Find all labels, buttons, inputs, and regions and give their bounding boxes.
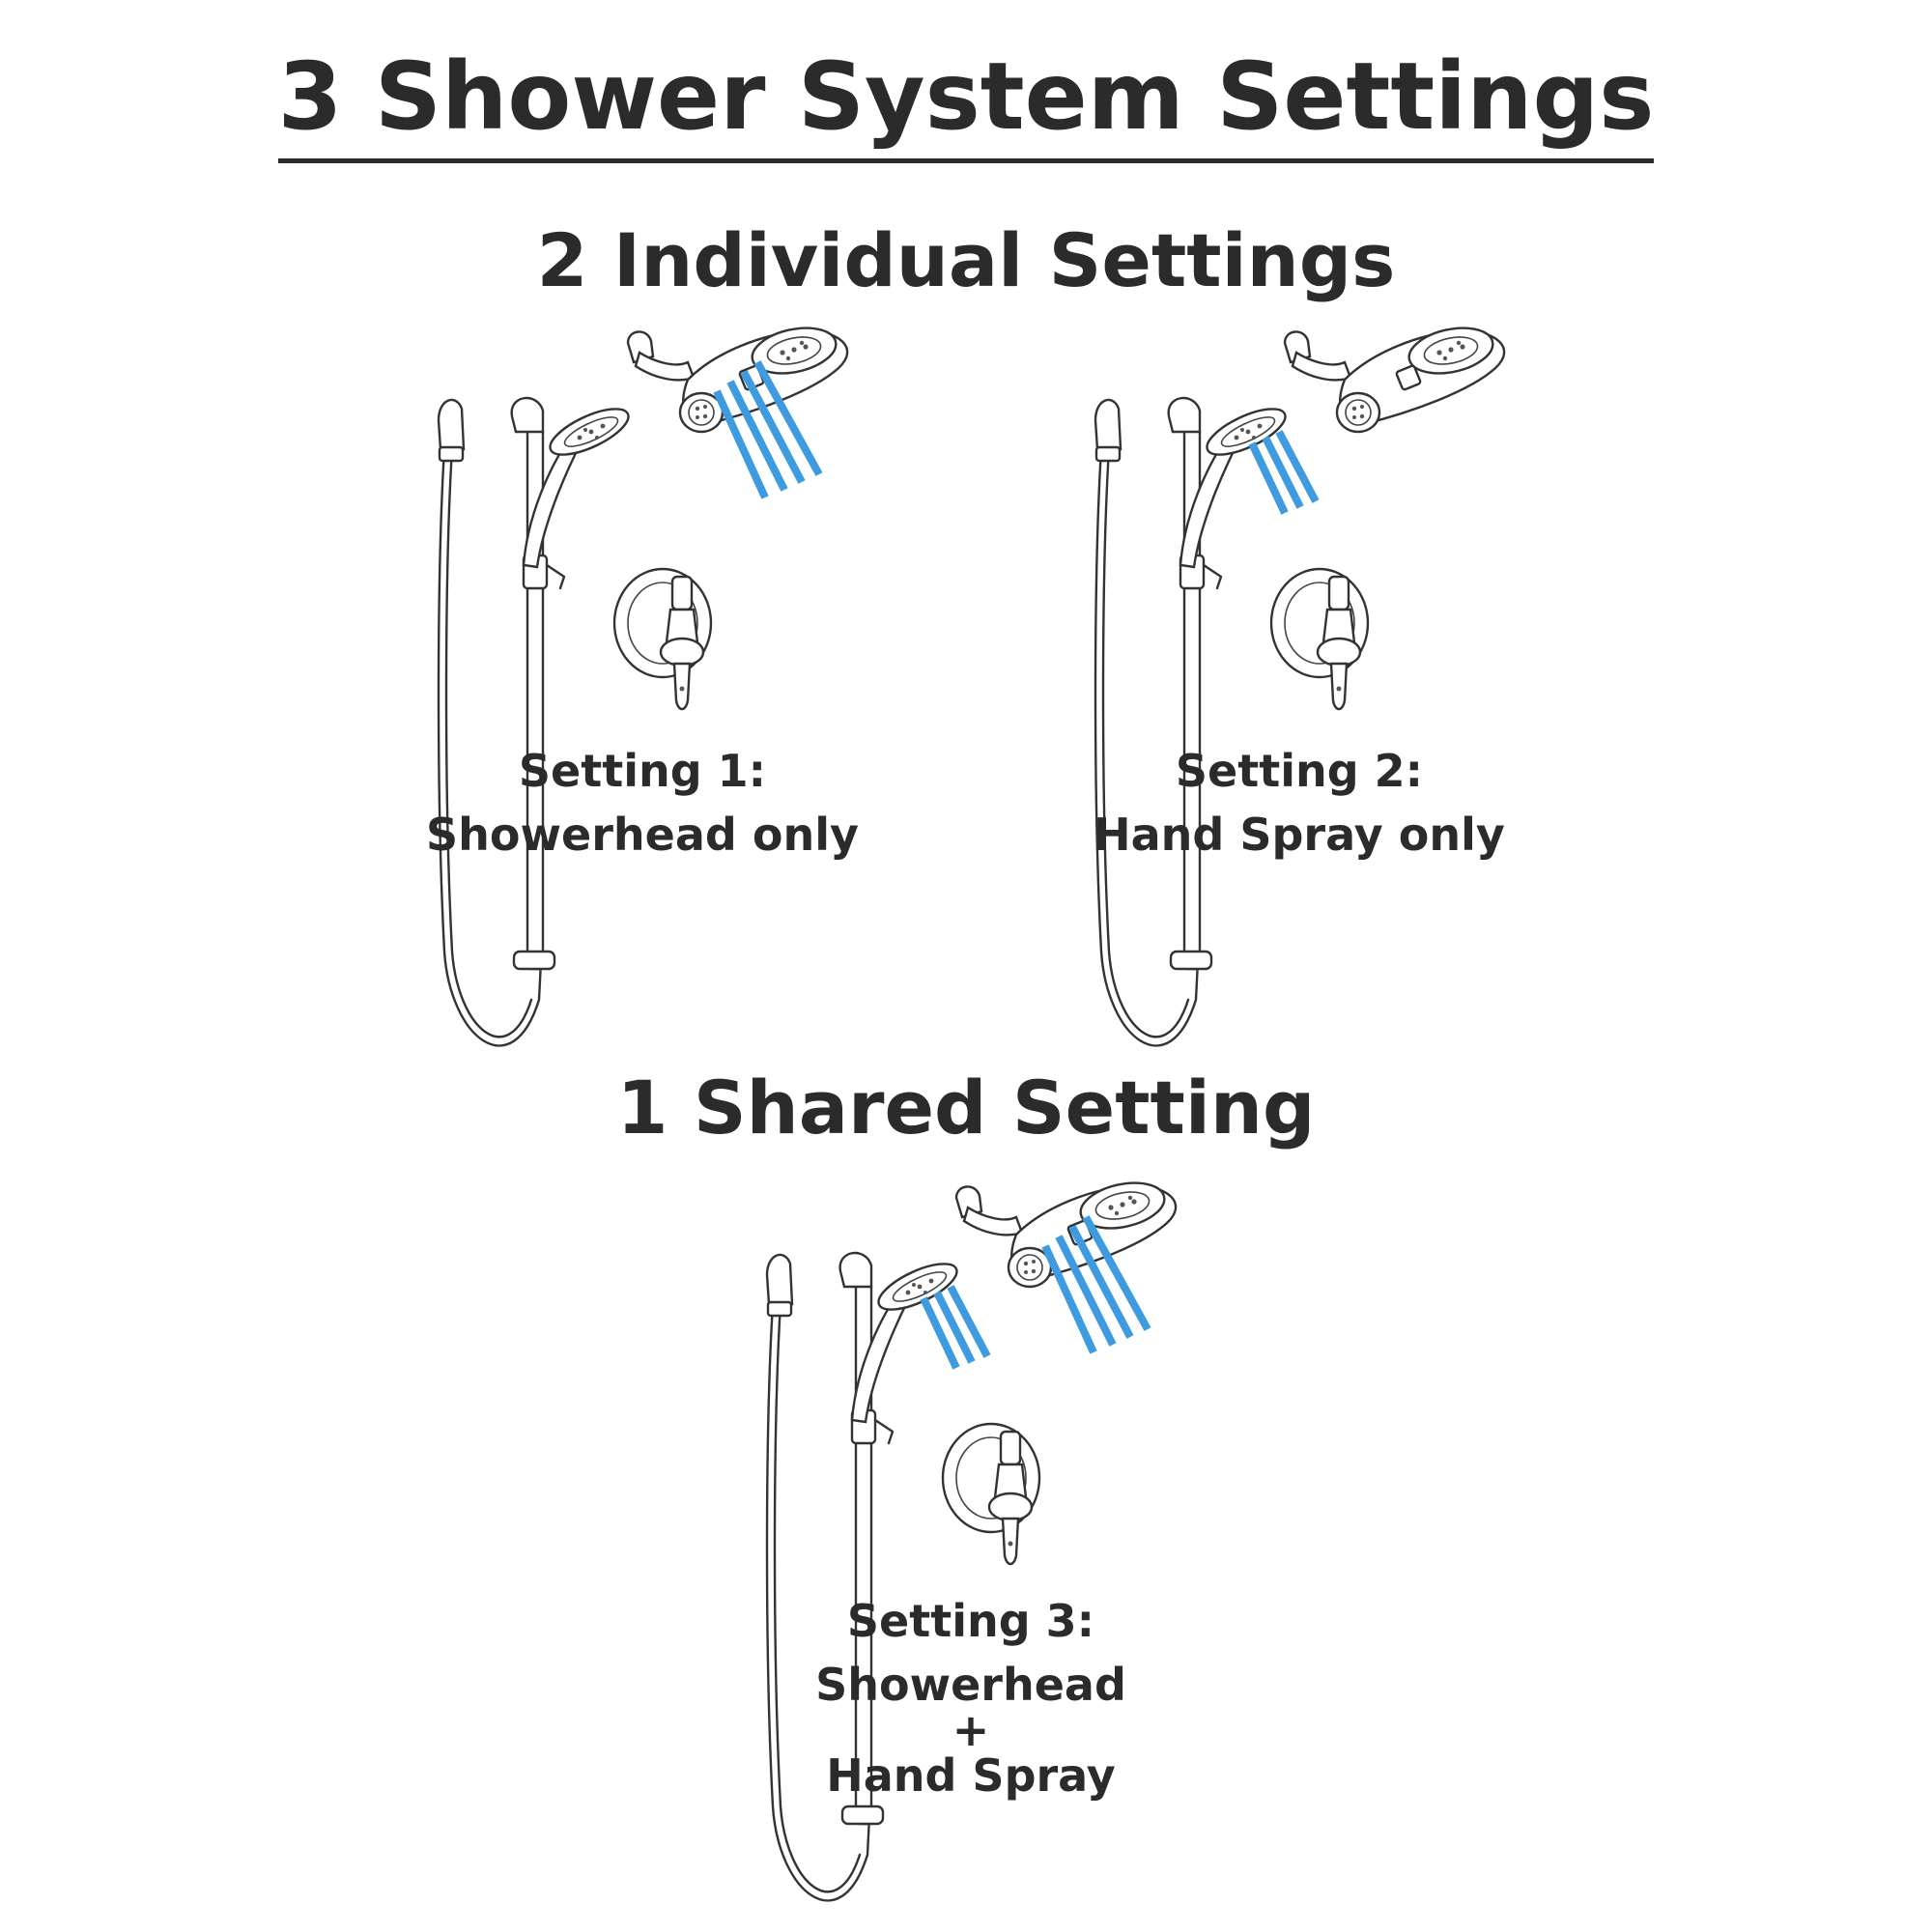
setting-1-label: Setting 1: — [518, 745, 767, 797]
shower-system-setting-2 — [1094, 320, 1506, 1047]
setting-3-label: Setting 3: — [846, 1595, 1095, 1647]
setting-3-desc-line2: Hand Spray — [826, 1749, 1116, 1802]
setting-1-desc: Showerhead only — [426, 809, 859, 861]
setting-2-label: Setting 2: — [1175, 745, 1424, 797]
water-spray-icon — [1041, 1215, 1151, 1354]
page-title: 3 Shower System Settings — [0, 43, 1932, 163]
water-spray-icon — [1248, 430, 1320, 515]
setting-2-desc: Hand Spray only — [1094, 809, 1505, 861]
setting-3-plus: + — [952, 1704, 990, 1756]
setting-1-caption: Setting 1: Showerhead only — [372, 739, 913, 867]
shower-system-setting-3 — [765, 1175, 1178, 1902]
setting-3-desc-line1: Showerhead — [815, 1659, 1126, 1711]
page-title-text: 3 Shower System Settings — [277, 43, 1655, 163]
setting-3-caption: Setting 3: Showerhead + Hand Spray — [700, 1589, 1241, 1807]
shower-fixture-icon — [437, 320, 849, 1047]
setting-2-caption: Setting 2: Hand Spray only — [1029, 739, 1570, 867]
section-heading-individual: 2 Individual Settings — [536, 217, 1396, 303]
shower-system-setting-1 — [437, 320, 849, 1047]
water-spray-icon — [713, 360, 823, 499]
shower-fixture-icon — [1094, 320, 1506, 1047]
water-spray-icon — [920, 1285, 991, 1370]
section-heading-shared: 1 Shared Setting — [616, 1065, 1316, 1151]
